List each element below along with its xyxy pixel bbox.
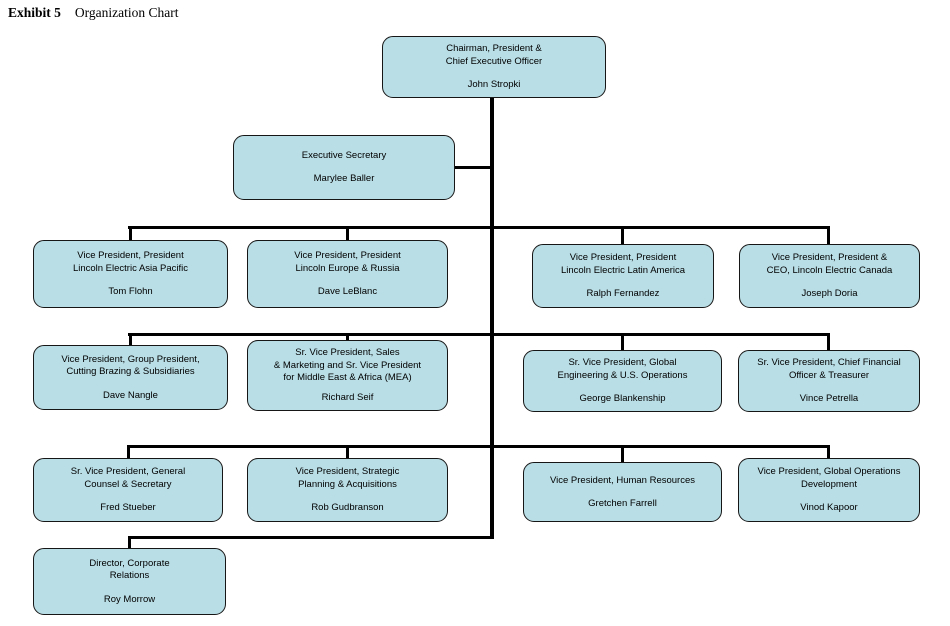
role-title: Chairman, President & Chief Executive Of… [445,43,543,67]
org-box-svp-global-engineering: Sr. Vice President, Global Engineering &… [523,350,722,412]
org-box-vp-europe-russia: Vice President, President Lincoln Europe… [247,240,448,308]
person-name: Fred Stueber [100,502,156,514]
org-box-vp-asia-pacific: Vice President, President Lincoln Electr… [33,240,228,308]
role-title: Sr. Vice President, General Counsel & Se… [70,466,186,490]
role-title: Director, Corporate Relations [89,557,170,582]
org-box-vp-cutting-brazing: Vice President, Group President, Cutting… [33,345,228,410]
role-title: Vice President, Global Operations Develo… [757,466,901,490]
page-title: Exhibit 5 Organization Chart [8,5,179,21]
connector-row1-stub3 [621,226,624,244]
person-name: John Stropki [467,79,521,91]
role-title: Vice President, Human Resources [549,474,696,486]
person-name: Richard Seif [321,392,374,404]
org-box-svp-cfo-treasurer: Sr. Vice President, Chief Financial Offi… [738,350,920,412]
connector-row4-rail [128,536,494,539]
person-name: George Blankenship [579,393,666,405]
org-box-vp-strategic-planning: Vice President, Strategic Planning & Acq… [247,458,448,522]
role-title: Vice President, President Lincoln Europe… [294,250,401,274]
person-name: Tom Flohn [108,286,153,298]
role-title: Sr. Vice President, Sales & Marketing an… [273,347,422,383]
connector-trunk-vertical [490,98,494,539]
connector-row2-rail [128,333,830,336]
role-title: Vice President, President Lincoln Electr… [560,252,686,276]
connector-row1-stub2 [346,226,349,240]
connector-row2-stub2 [346,333,349,340]
role-title: Vice President, Strategic Planning & Acq… [295,466,400,490]
person-name: Ralph Fernandez [586,288,660,300]
connector-row4-stub1 [128,536,131,548]
role-title: Vice President, President Lincoln Electr… [72,250,189,274]
org-box-vp-latin-america: Vice President, President Lincoln Electr… [532,244,714,308]
person-name: Joseph Doria [801,288,858,300]
connector-row2-stub3 [621,333,624,350]
connector-row2-stub4 [827,333,830,350]
person-name: Marylee Baller [313,173,375,185]
role-title: Vice President, Group President, Cutting… [61,353,200,378]
person-name: Dave Nangle [103,389,158,401]
role-title: Executive Secretary [301,150,387,162]
person-name: Dave LeBlanc [317,286,378,298]
connector-exec-secretary [455,166,491,169]
connector-row1-rail [128,226,830,229]
role-title: Vice President, President & CEO, Lincoln… [766,252,893,276]
chart-title: Organization Chart [74,5,179,20]
org-box-svp-sales-marketing-mea: Sr. Vice President, Sales & Marketing an… [247,340,448,411]
person-name: Rob Gudbranson [311,502,384,514]
org-box-vp-human-resources: Vice President, Human Resources Gretchen… [523,462,722,522]
connector-row2-stub1 [129,333,132,345]
connector-row3-stub2 [346,445,349,458]
connector-row3-stub4 [827,445,830,458]
person-name: Vince Petrella [799,393,859,405]
connector-row1-stub4 [827,226,830,244]
person-name: Roy Morrow [103,593,156,605]
role-title: Sr. Vice President, Global Engineering &… [557,357,688,381]
exhibit-label: Exhibit 5 [8,5,61,20]
person-name: Vinod Kapoor [800,502,858,514]
connector-row1-stub1 [129,226,132,240]
org-box-ceo: Chairman, President & Chief Executive Of… [382,36,606,98]
org-box-vp-canada: Vice President, President & CEO, Lincoln… [739,244,920,308]
connector-row3-stub1 [127,445,130,458]
org-box-vp-global-operations: Vice President, Global Operations Develo… [738,458,920,522]
org-box-executive-secretary: Executive Secretary Marylee Baller [233,135,455,200]
org-box-svp-general-counsel: Sr. Vice President, General Counsel & Se… [33,458,223,522]
connector-row3-rail [127,445,830,448]
person-name: Gretchen Farrell [588,497,657,509]
org-box-director-corporate-relations: Director, Corporate Relations Roy Morrow [33,548,226,615]
role-title: Sr. Vice President, Chief Financial Offi… [757,357,901,381]
connector-row3-stub3 [621,445,624,462]
